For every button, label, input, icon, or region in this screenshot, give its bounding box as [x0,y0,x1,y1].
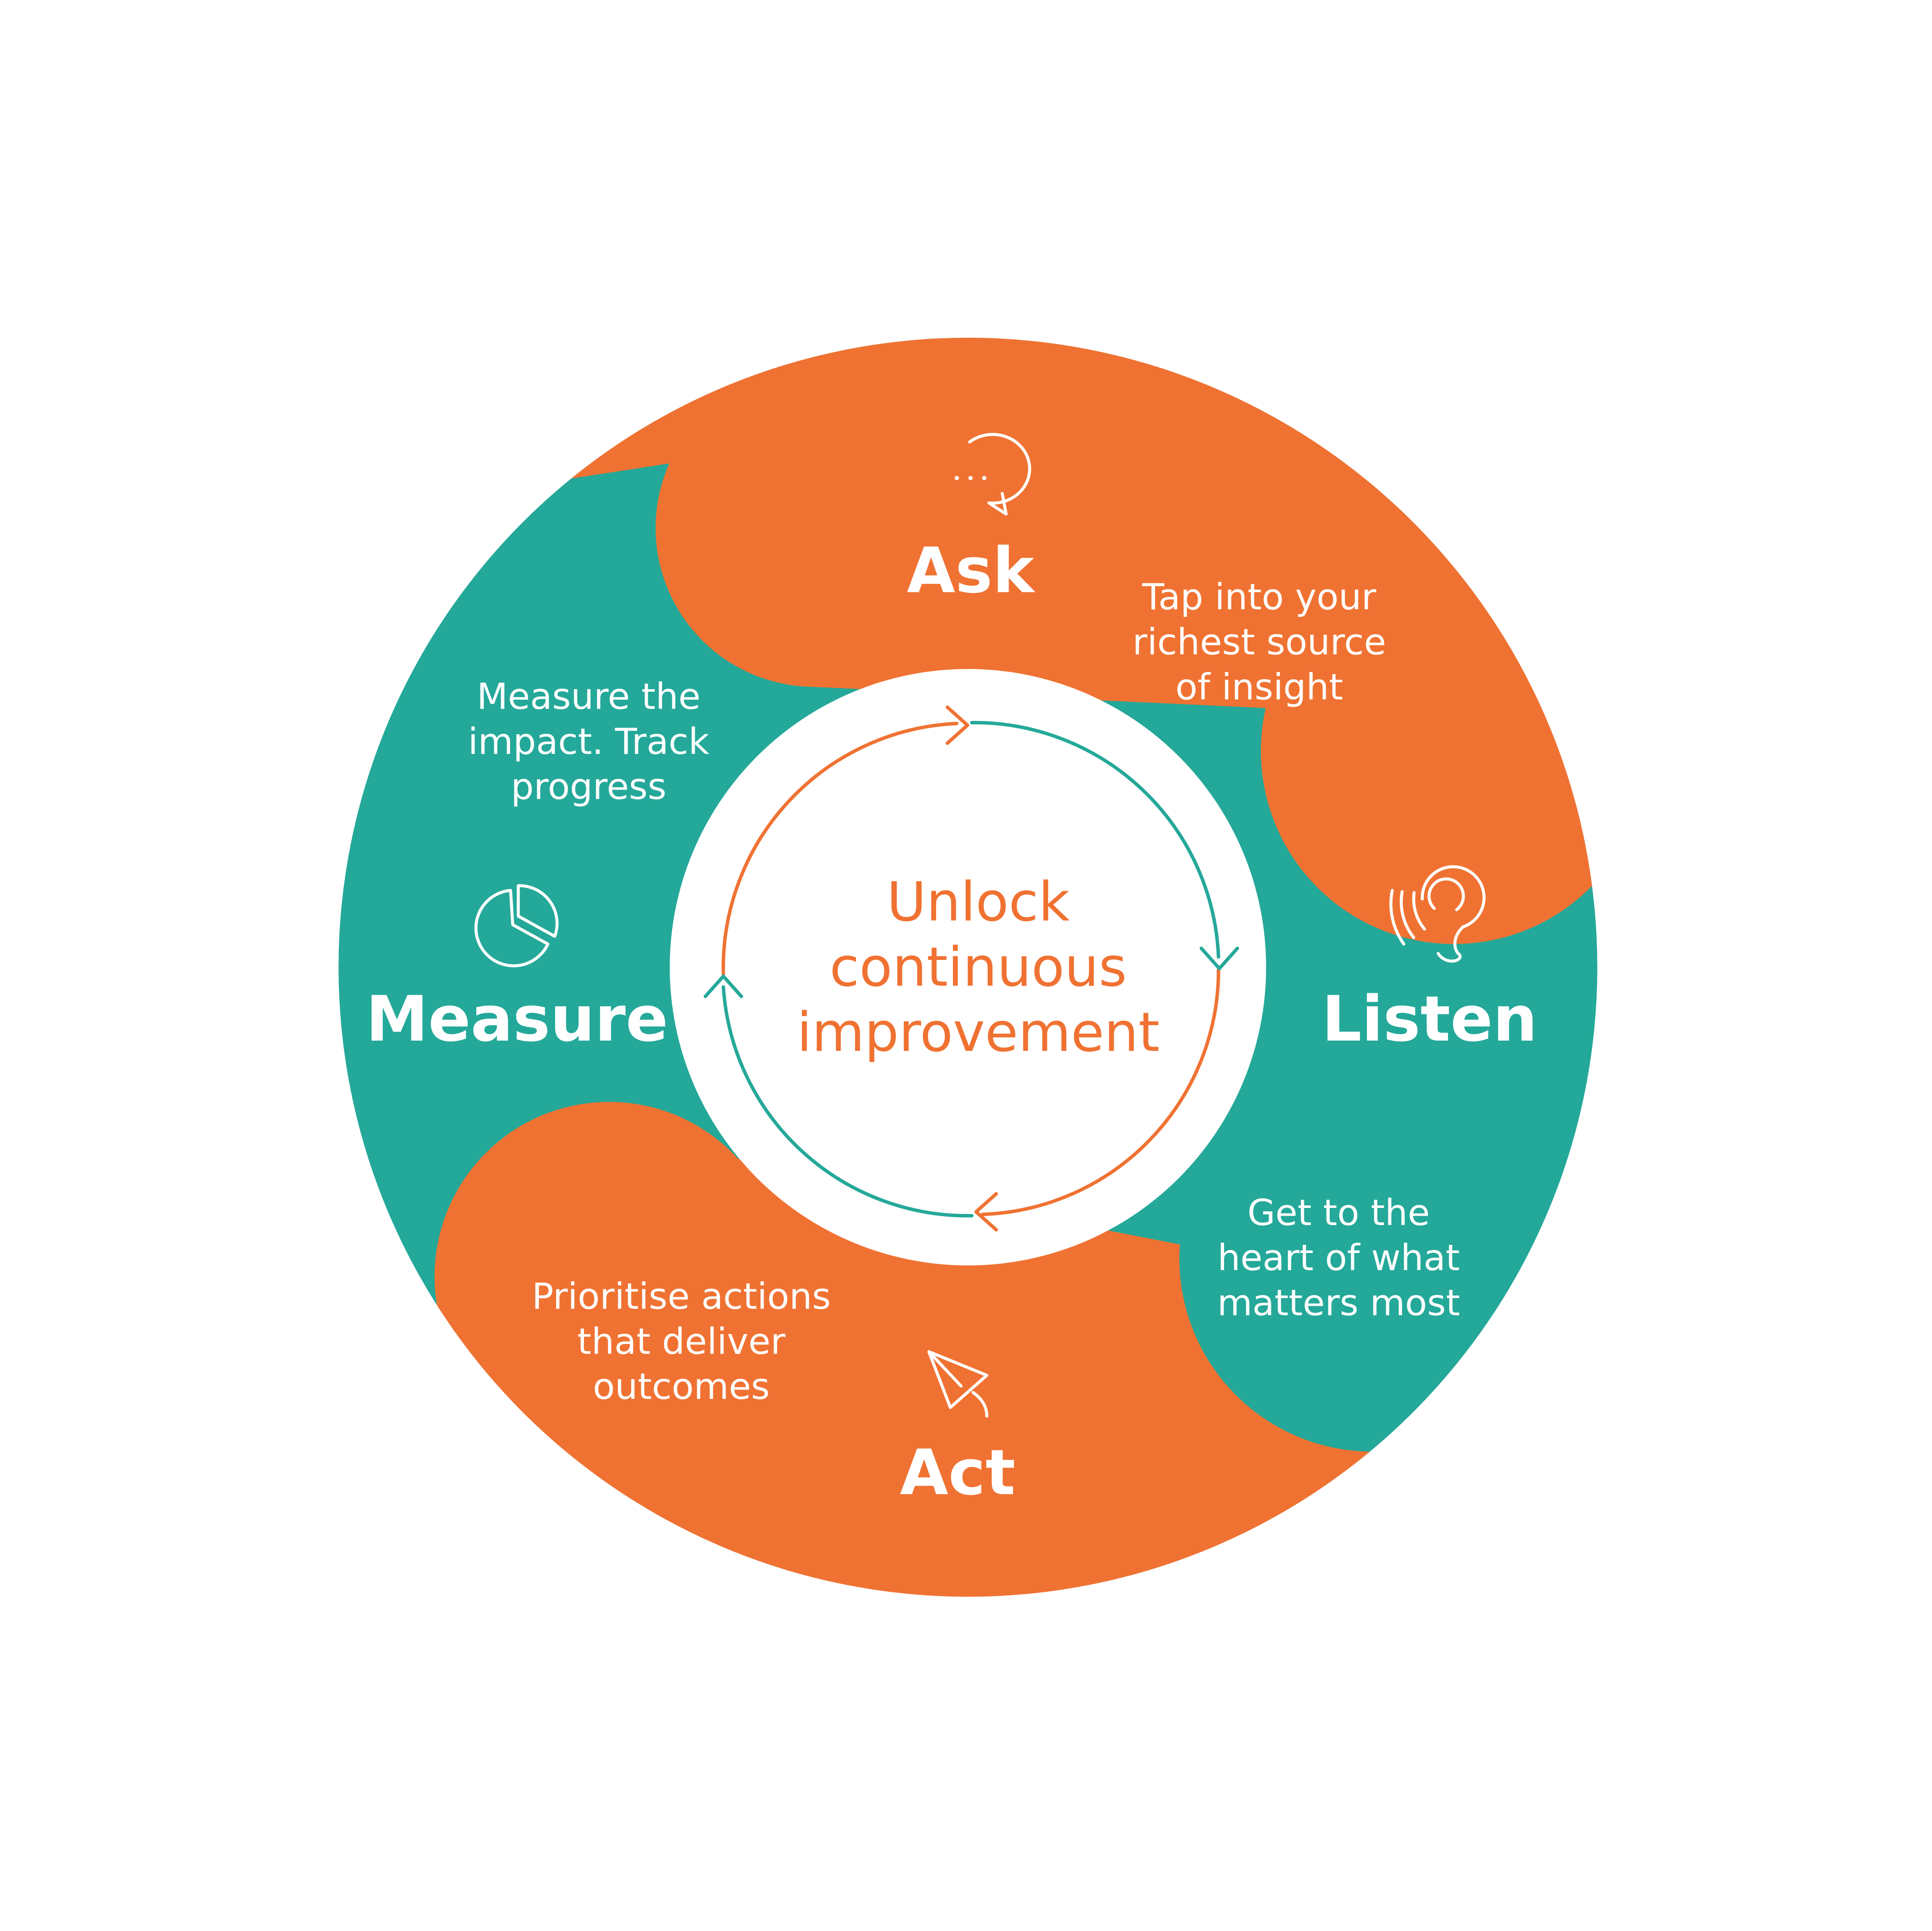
measure-desc-line-1: Measure the [477,675,701,717]
ask-title: Ask [907,534,1036,607]
stage-listen: Listen Get to the heart of what matters … [1217,865,1538,1324]
center-label: Unlock continuous improvement [797,870,1159,1064]
ear-icon [1389,865,1486,963]
ask-desc-line-2: richest source [1132,621,1386,663]
pie-chart-icon [474,884,559,968]
act-desc-line-1: Prioritise actions [532,1275,831,1317]
listen-title: Listen [1322,983,1538,1056]
act-desc-line-2: that deliver [577,1320,786,1362]
arrowhead-right [1200,947,1239,970]
act-segment [386,1102,1416,1597]
center-line-1: Unlock [887,870,1070,933]
listen-desc-line-3: matters most [1217,1282,1460,1324]
measure-desc-line-2: impact. Track [468,720,710,763]
arrowhead-bottom [974,1192,998,1232]
arrowhead-top [946,705,969,745]
stage-ask: Ask Tap into your richest source of insi… [907,433,1386,708]
arrowhead-left [704,975,743,998]
stage-act: Act Prioritise actions that deliver outc… [532,1275,1015,1509]
cycle-arrows [704,705,1239,1232]
ask-desc-line-3: of insight [1176,666,1343,708]
measure-desc-line-3: progress [511,766,667,808]
paper-plane-icon [927,1350,989,1418]
listen-desc-line-1: Get to the [1247,1192,1430,1234]
teal-arc-left [722,985,974,1218]
ask-desc-line-1: Tap into your [1142,576,1376,618]
act-desc-line-3: outcomes [593,1365,770,1407]
inner-disc [670,669,1266,1265]
chat-bubble-icon [955,433,1031,516]
teal-arc-right [970,720,1220,959]
orange-arc-right [981,968,1220,1216]
center-line-2: continuous [830,935,1127,999]
measure-title: Measure [366,983,668,1056]
center-line-3: improvement [797,1001,1159,1064]
stage-measure: Measure Measure the impact. Track progre… [366,675,710,1056]
orange-arc-left [721,722,958,976]
act-title: Act [900,1436,1015,1509]
listen-desc-line-2: heart of what [1218,1237,1460,1279]
